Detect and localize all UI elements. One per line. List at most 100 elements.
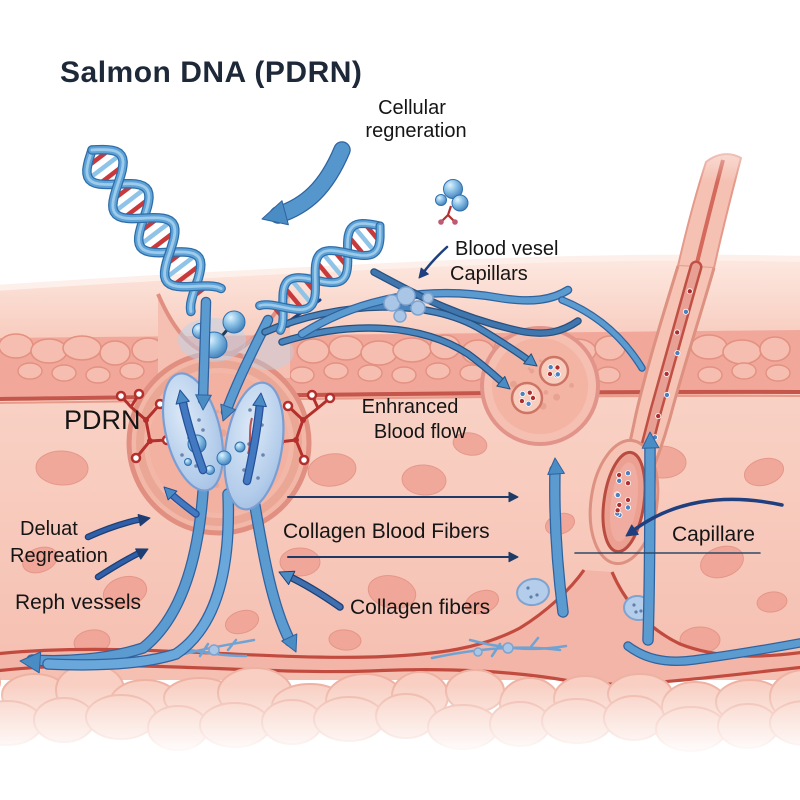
pdrn-molecule-right bbox=[273, 389, 336, 466]
dna-helix-1 bbox=[82, 144, 226, 317]
dermis-cell bbox=[464, 589, 500, 615]
vessel-wall bbox=[610, 571, 800, 658]
molecule-node bbox=[133, 388, 145, 400]
molecule-icon bbox=[435, 179, 469, 225]
flow-to-capillary-arrow-2-head bbox=[496, 376, 511, 390]
blood-dot bbox=[614, 507, 621, 514]
dna-rung bbox=[315, 261, 335, 283]
molecule-node bbox=[293, 437, 299, 443]
dermis-cell bbox=[401, 464, 447, 496]
dna-rung bbox=[353, 226, 376, 253]
blood-dot bbox=[518, 398, 525, 405]
dermis-cell bbox=[224, 609, 260, 635]
fiber-cell bbox=[473, 647, 483, 657]
label-capillare: Capillare bbox=[672, 523, 755, 546]
title: Salmon DNA (PDRN) bbox=[60, 56, 362, 89]
basal-cell bbox=[99, 340, 131, 366]
cell-activity-arrow-right bbox=[244, 400, 263, 484]
collagen-fibers-curved-arrow-head bbox=[278, 570, 296, 585]
capillary-cross-section bbox=[510, 381, 544, 415]
basal-cell bbox=[392, 337, 432, 363]
capillary-tangle-cell bbox=[410, 300, 426, 316]
dermal-papilla-structure bbox=[480, 326, 600, 446]
molecule-bonds bbox=[119, 392, 169, 460]
blood-dot bbox=[525, 400, 532, 407]
basal-cell bbox=[391, 366, 417, 384]
cell-activity-arrow-left bbox=[179, 396, 206, 473]
molecule-node bbox=[143, 417, 149, 423]
blood-dot bbox=[519, 390, 526, 397]
dna-strand-highlight bbox=[279, 222, 382, 332]
bottom-fade bbox=[0, 684, 800, 800]
dermis-cell bbox=[756, 591, 788, 613]
dermis-cell bbox=[35, 450, 89, 486]
cell-speckle bbox=[256, 476, 260, 480]
capillary-top-fade bbox=[690, 112, 762, 182]
hair-follicle-capillary bbox=[588, 112, 762, 566]
molecule-sphere bbox=[451, 194, 469, 212]
blood-dot bbox=[682, 308, 689, 315]
blood-dot bbox=[526, 389, 533, 396]
granule bbox=[543, 390, 549, 395]
basal-cell bbox=[765, 364, 791, 382]
basal-cell bbox=[759, 336, 791, 362]
blood-dot bbox=[625, 504, 632, 511]
label-cellular-regeneration-line1: Cellular bbox=[378, 97, 446, 119]
basal-cell bbox=[425, 362, 451, 380]
circulation-loop-tube-2-head bbox=[19, 651, 42, 674]
deluat-arrow-2-head bbox=[135, 548, 149, 560]
circulation-tubes bbox=[19, 486, 298, 674]
dna-strand-highlight bbox=[90, 148, 223, 290]
molecule-node bbox=[147, 438, 153, 444]
basal-cell bbox=[62, 335, 102, 361]
flow-to-capillary-arrow-1 bbox=[262, 304, 531, 363]
label-reph-vessels: Reph vessels bbox=[15, 591, 141, 614]
granule bbox=[569, 383, 574, 388]
blood-dot bbox=[616, 477, 623, 484]
dna-strand-highlight bbox=[85, 148, 203, 313]
cell-activity-arrow-right-head bbox=[252, 392, 267, 408]
riser-arrow-left bbox=[550, 465, 568, 617]
dermis-cell bbox=[22, 546, 58, 574]
dna-rung bbox=[114, 187, 146, 213]
blood-dot bbox=[554, 371, 561, 378]
blood-dot bbox=[663, 370, 670, 377]
surface-capillary-tube-3 bbox=[559, 297, 645, 371]
pdrn-sphere bbox=[184, 458, 192, 466]
collagen-arrow-top-head bbox=[508, 491, 519, 503]
riser-arrow-right-head bbox=[641, 431, 660, 449]
basal-cell bbox=[323, 362, 349, 380]
descending-flow-arrow-head bbox=[281, 633, 298, 653]
riser-arrow-left-head bbox=[547, 457, 565, 475]
molecule-node bbox=[306, 389, 318, 401]
dermis-cell bbox=[452, 432, 488, 456]
follicle-out-arrow-head bbox=[163, 486, 178, 501]
dermis-cell bbox=[743, 457, 785, 487]
molecule-sphere bbox=[435, 194, 447, 206]
dna-rung bbox=[321, 252, 344, 279]
cellular-regeneration-arrow-head bbox=[261, 200, 289, 226]
fiber-cell bbox=[208, 644, 220, 656]
bulb-blood-dots bbox=[614, 470, 632, 518]
cell-speckle bbox=[526, 586, 530, 590]
dermis-cell bbox=[367, 575, 417, 609]
dna-rung bbox=[283, 286, 304, 310]
pdrn-sphere bbox=[222, 310, 246, 334]
blood-dot bbox=[663, 391, 670, 398]
flow-arrows bbox=[84, 141, 800, 666]
capillare-label-arrow bbox=[632, 497, 784, 532]
cell-speckle bbox=[197, 418, 201, 422]
dna-rung bbox=[123, 198, 149, 219]
basal-cell bbox=[722, 339, 762, 365]
pdrn-inflow-arrow-right-head bbox=[220, 403, 236, 422]
blood-dot bbox=[616, 471, 623, 478]
blood-dot bbox=[614, 492, 621, 499]
basal-cell bbox=[697, 366, 723, 384]
basal-cell bbox=[328, 335, 364, 361]
basal-cell bbox=[85, 366, 111, 384]
label-deluat-regreation-line2: Regreation bbox=[10, 545, 108, 567]
riser-arrow-right bbox=[643, 439, 655, 645]
granule bbox=[527, 367, 531, 370]
subcutis-layer bbox=[0, 663, 800, 800]
deluat-arrow-1-head bbox=[137, 514, 151, 527]
